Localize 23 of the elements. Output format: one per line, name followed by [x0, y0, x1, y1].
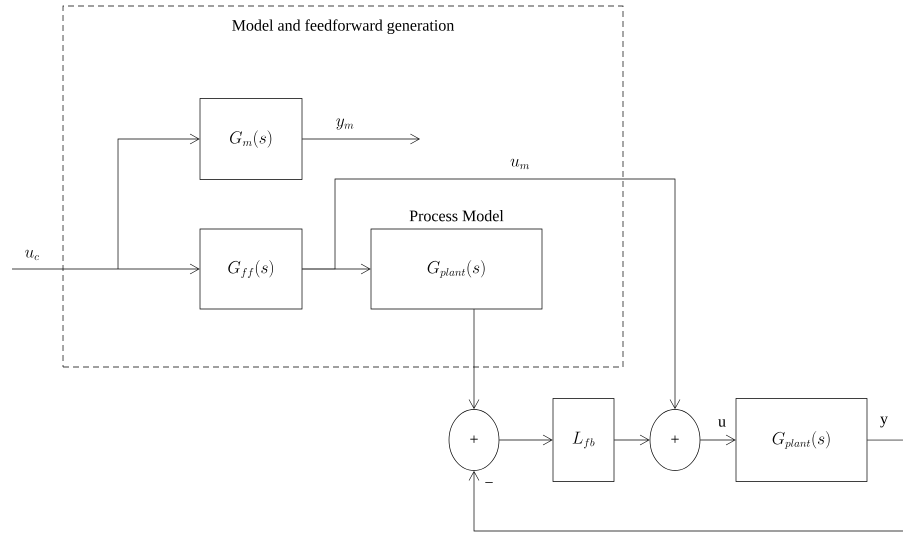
edge-label: $y_m$	[336, 118, 354, 130]
arrow	[700, 434, 736, 446]
edge-label: −	[485, 482, 493, 483]
arrow	[499, 434, 553, 446]
block-box: $G_{plant}(s)$	[736, 398, 868, 482]
block-box: $G_m(s)$	[200, 98, 302, 180]
block-box: Process Model $G_{plant}(s)$	[370, 210, 542, 310]
edge-label: y	[880, 416, 888, 428]
arrow	[118, 134, 200, 270]
edge-label: u	[718, 419, 726, 427]
arrow	[12, 264, 200, 274]
node-label: Process Model	[410, 210, 504, 222]
arrow	[468, 309, 480, 410]
block-box: $L_{fb}$	[552, 398, 614, 482]
arrow	[302, 134, 420, 144]
arrow	[614, 434, 650, 446]
edge-label: $u_m$	[510, 158, 530, 170]
summing-junction: +	[650, 409, 700, 471]
arrow	[302, 178, 680, 410]
edge-label: $u_c$	[25, 250, 39, 260]
block-box: $G_{ff}(s)$	[200, 228, 302, 310]
summing-junction: +	[448, 409, 500, 471]
arrow	[468, 470, 903, 532]
